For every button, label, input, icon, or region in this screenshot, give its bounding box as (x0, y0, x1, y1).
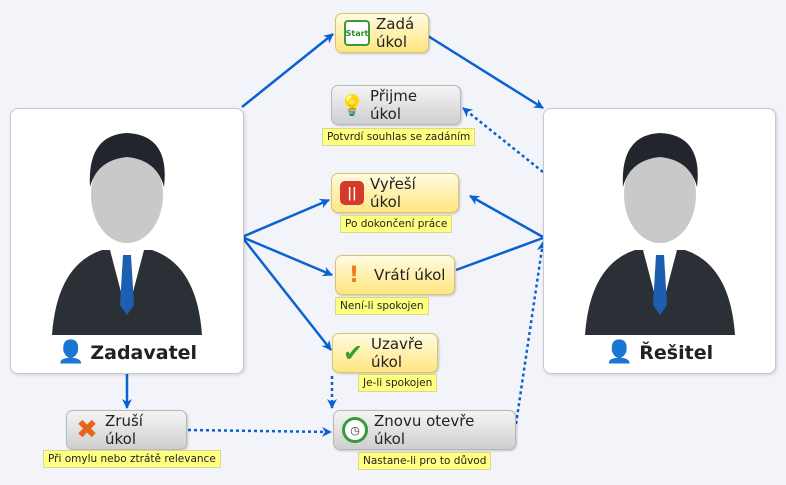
arrow-reopen-solver (514, 241, 547, 425)
node-label: Vyřeší úkol (370, 175, 416, 211)
node-reopen[interactable]: ◷ Znovu otevře úkol (333, 410, 516, 450)
note-reopen: Nastane-li pro to důvod (358, 452, 492, 470)
node-label: Přijme úkol (370, 87, 418, 123)
note-accept: Potvrdí souhlas se zadáním (322, 128, 476, 146)
note-cancel: Při omylu nebo ztrátě relevance (43, 450, 221, 468)
checkmark-icon: ✔ (342, 339, 364, 367)
node-label: Uzavře úkol (371, 335, 423, 371)
node-label: Zadá úkol (376, 15, 415, 51)
node-return[interactable]: ! Vrátí úkol (335, 255, 455, 295)
arrow-assigner-return (241, 235, 333, 277)
start-icon: Start (344, 20, 370, 46)
node-label: Znovu otevře úkol (374, 412, 475, 448)
user-blue-icon: 👤 (605, 340, 634, 365)
actor-label: Řešitel (639, 341, 714, 364)
node-label: Zruší úkol (105, 412, 143, 448)
node-cancel[interactable]: ✖ Zruší úkol (66, 410, 187, 450)
actor-solver[interactable]: 👤Řešitel (543, 108, 776, 374)
x-icon: ✖ (76, 415, 98, 445)
node-assign[interactable]: Start Zadá úkol (335, 13, 429, 53)
node-close[interactable]: ✔ Uzavře úkol (332, 333, 438, 373)
pause-icon: || (340, 181, 364, 205)
exclamation-icon: ! (348, 262, 360, 288)
arrow-solver-accept (462, 107, 544, 173)
businessman-icon (52, 133, 202, 335)
note-close: Je-li spokojen (358, 374, 438, 392)
actor-label: Zadavatel (90, 341, 198, 364)
arrow-assigner-close (241, 236, 332, 351)
lightbulb-icon: 💡 (339, 93, 365, 117)
clock-icon: ◷ (342, 417, 368, 443)
arrow-return-solver (455, 236, 544, 272)
node-label: Vrátí úkol (374, 266, 446, 284)
note-solve: Po dokončení práce (340, 215, 453, 233)
arrow-assign-solver (427, 34, 544, 110)
businessman-icon (584, 133, 735, 335)
node-accept[interactable]: 💡 Přijme úkol (331, 85, 461, 125)
actor-assigner[interactable]: 👤Zadavatel (10, 108, 244, 374)
user-green-icon: 👤 (56, 340, 85, 365)
arrow-assigner-solve (241, 198, 330, 239)
note-return: Není-li spokojen (335, 297, 429, 315)
arrow-cancel-reopen (187, 426, 332, 437)
node-solve[interactable]: || Vyřeší úkol (331, 173, 459, 213)
arrow-assigner-assign (241, 33, 334, 108)
arrow-solver-solve (469, 194, 544, 239)
